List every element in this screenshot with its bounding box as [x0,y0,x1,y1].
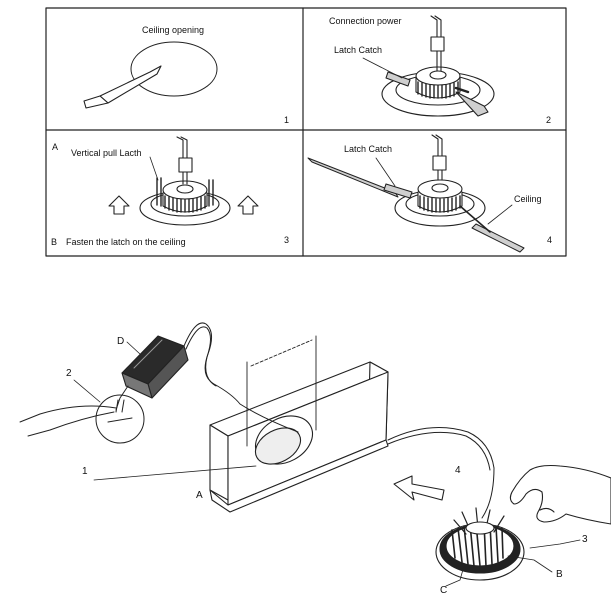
panel-2-latch-label: Latch Catch [334,45,382,55]
panel-3-caption: Fasten the latch on the ceiling [66,237,186,247]
vertical-latch-leader [149,156,159,181]
downlight-icon [139,136,231,226]
panel-3-number: 3 [284,235,289,245]
arrow-icon [393,475,445,501]
ceiling-leader [487,204,513,225]
panel-2-number: 2 [546,115,551,125]
installation-sketch: D 2 1 A 4 3 B C [19,322,611,596]
ceiling-hole [254,415,313,465]
dimension-lines [246,335,317,447]
panel-4: Latch Catch Ceiling 4 [307,134,552,253]
led-driver-icon [121,335,189,399]
callout-leaders [73,341,581,587]
downlight-icon [381,15,495,117]
panel-2-caption: Connection power [329,16,402,26]
ceiling-board [307,157,525,253]
panel-1-number: 1 [284,115,289,125]
downlight-icon [435,507,525,581]
callout-a: A [196,490,203,501]
panel-2: Connection power Latch Catch 2 [329,15,551,125]
latch-leader-2 [362,57,403,79]
panel-3-marker-a: A [52,142,58,152]
cables [19,322,495,519]
junction-box-icon [95,394,145,444]
panel-3-marker-b: B [51,237,57,247]
callout-3: 3 [582,534,588,545]
callout-d: D [117,336,124,347]
knife-icon [83,65,162,109]
panel-4-ceiling-label: Ceiling [514,194,542,204]
callout-c: C [440,585,447,596]
callout-1: 1 [82,466,88,477]
callout-4: 4 [455,465,461,476]
downlight-icon [383,134,491,233]
arrow-up-icon [237,195,259,215]
hand-icon [509,464,611,525]
panel-3: A Vertical pull Lacth B Fasten the latch… [51,136,289,247]
ceiling-opening-ellipse [130,41,218,97]
panel-1: Ceiling opening 1 [83,25,289,125]
panel-3-latch-label: Vertical pull Lacth [71,148,142,158]
panel-4-latch-label: Latch Catch [344,144,392,154]
panel-1-caption: Ceiling opening [142,25,204,35]
latch-leader-4 [375,157,396,187]
callout-b: B [556,569,563,580]
callout-2: 2 [66,368,72,379]
panel-4-number: 4 [547,235,552,245]
arrow-up-icon [108,195,130,215]
steps-grid [45,7,567,257]
